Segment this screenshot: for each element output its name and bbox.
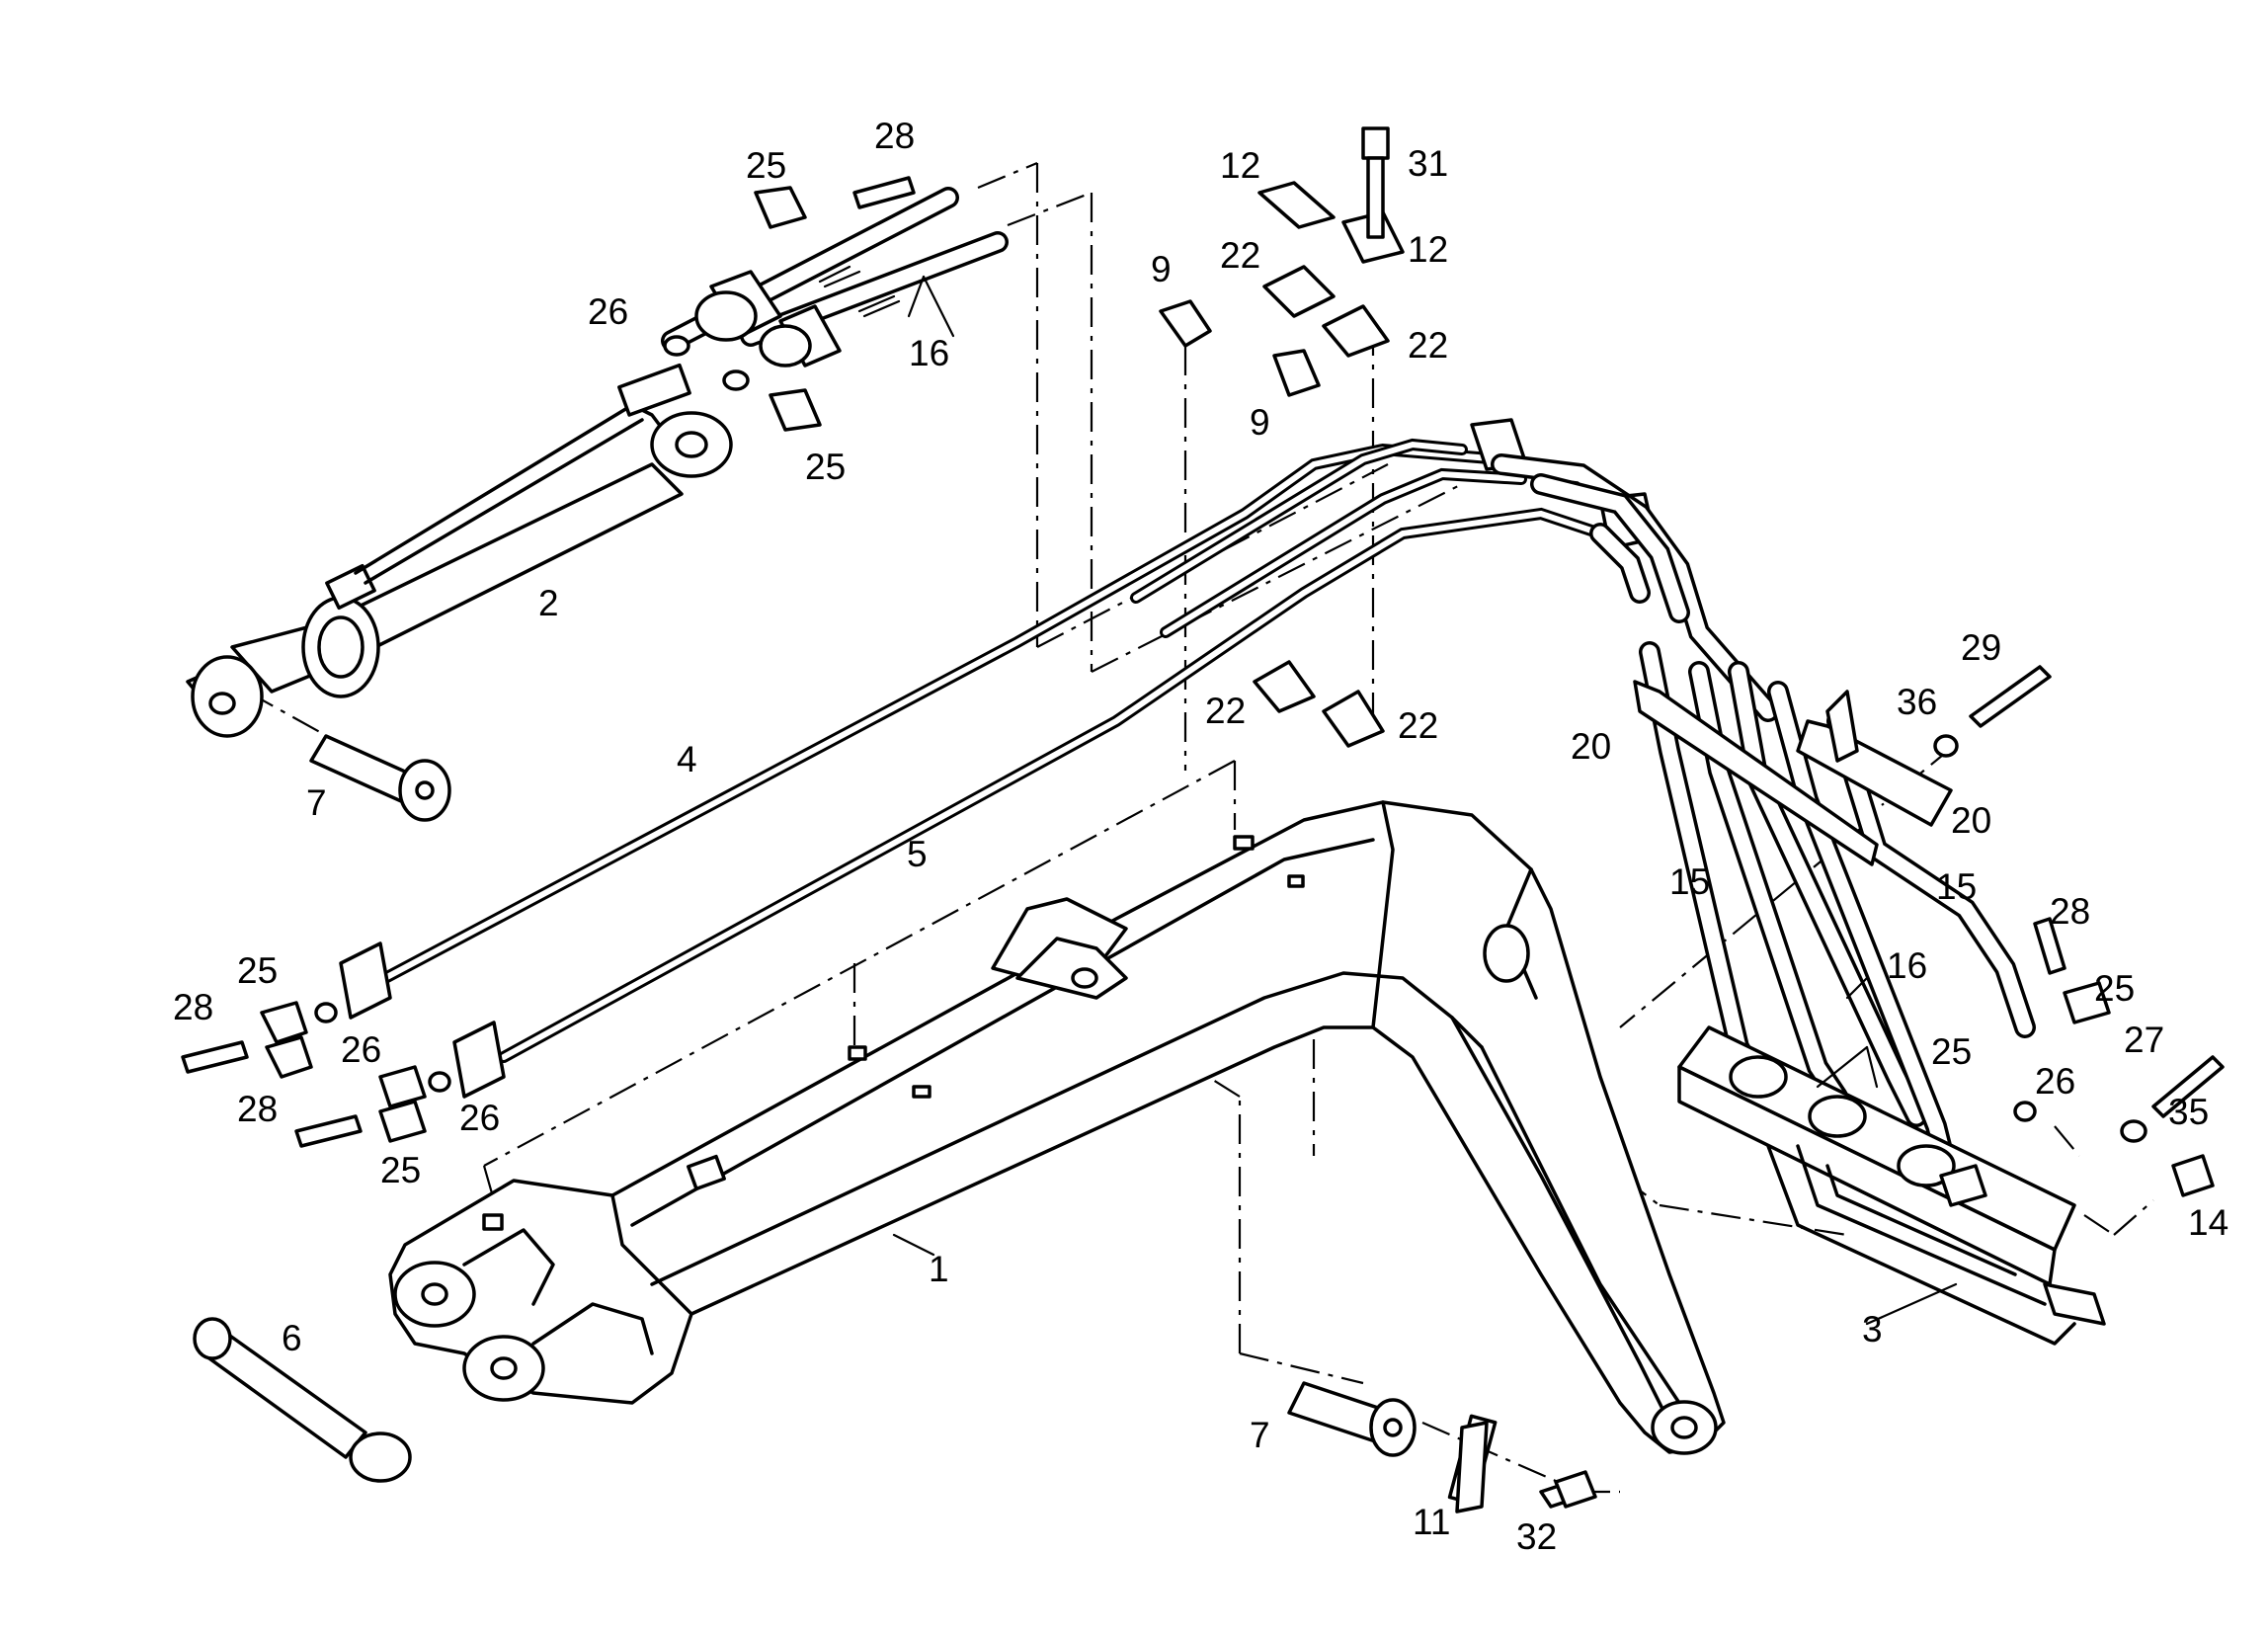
- callout-28-top: 28: [874, 116, 915, 156]
- callout-25-right-upper: 25: [2094, 968, 2135, 1009]
- callout-9-upper: 9: [1151, 249, 1172, 289]
- callout-15-left: 15: [1669, 861, 1710, 902]
- callout-16-lower: 16: [1887, 945, 1927, 986]
- callout-20-right: 20: [1951, 800, 1991, 841]
- callout-22-upper-right: 22: [1408, 325, 1448, 366]
- callout-25-left-upper: 25: [237, 950, 278, 991]
- callout-14: 14: [2188, 1202, 2228, 1243]
- boom-part-1: [388, 800, 1726, 1455]
- callout-27: 27: [2124, 1020, 2164, 1060]
- callout-7-lower: 7: [1250, 1415, 1270, 1455]
- callout-25-upper: 25: [805, 447, 846, 487]
- callout-11: 11: [1413, 1502, 1450, 1542]
- callout-7-upper: 7: [306, 782, 327, 823]
- callout-16-upper: 16: [909, 333, 949, 373]
- callout-5: 5: [907, 834, 928, 874]
- callout-28-right: 28: [2050, 891, 2090, 932]
- callout-15-right: 15: [1936, 866, 1977, 907]
- callout-26-left-lower: 26: [459, 1098, 500, 1138]
- callout-labels: 1 2 3 4 5 6 7 7 9 9 11 12 12 14 15 15 16…: [173, 116, 2228, 1557]
- callout-36: 36: [1897, 682, 1937, 722]
- callout-25-right-lower: 25: [1931, 1031, 1972, 1072]
- callout-35: 35: [2168, 1092, 2209, 1132]
- callout-22-lower-right: 22: [1398, 705, 1438, 746]
- callout-25-top: 25: [746, 145, 786, 186]
- callout-1: 1: [929, 1249, 949, 1289]
- callout-25-left-lower: 25: [380, 1150, 421, 1190]
- callout-28-left-upper: 28: [173, 987, 213, 1027]
- small-hardware: [181, 126, 2225, 1513]
- callout-3: 3: [1862, 1309, 1883, 1350]
- callout-31: 31: [1408, 143, 1448, 184]
- callout-26-left-upper: 26: [341, 1029, 381, 1070]
- callout-6: 6: [282, 1318, 302, 1358]
- callout-26-right: 26: [2035, 1061, 2075, 1102]
- callout-4: 4: [677, 739, 697, 779]
- boom-cylinder-part-2: [186, 363, 733, 738]
- callout-26-top: 26: [588, 291, 628, 332]
- callout-28-left-lower: 28: [237, 1089, 278, 1129]
- callout-22-lower-left: 22: [1205, 691, 1246, 731]
- callout-12-left: 12: [1220, 145, 1260, 186]
- callout-12-right: 12: [1408, 229, 1448, 270]
- callout-20-left: 20: [1571, 726, 1611, 767]
- hose-clamp-bars-part-20: [1633, 680, 1953, 866]
- callout-22-upper-left: 22: [1220, 235, 1260, 276]
- callout-2: 2: [538, 583, 559, 623]
- leader-lines: [892, 275, 1958, 1326]
- callout-9-lower: 9: [1250, 402, 1270, 443]
- callout-32: 32: [1516, 1516, 1557, 1557]
- callout-29: 29: [1961, 627, 2001, 668]
